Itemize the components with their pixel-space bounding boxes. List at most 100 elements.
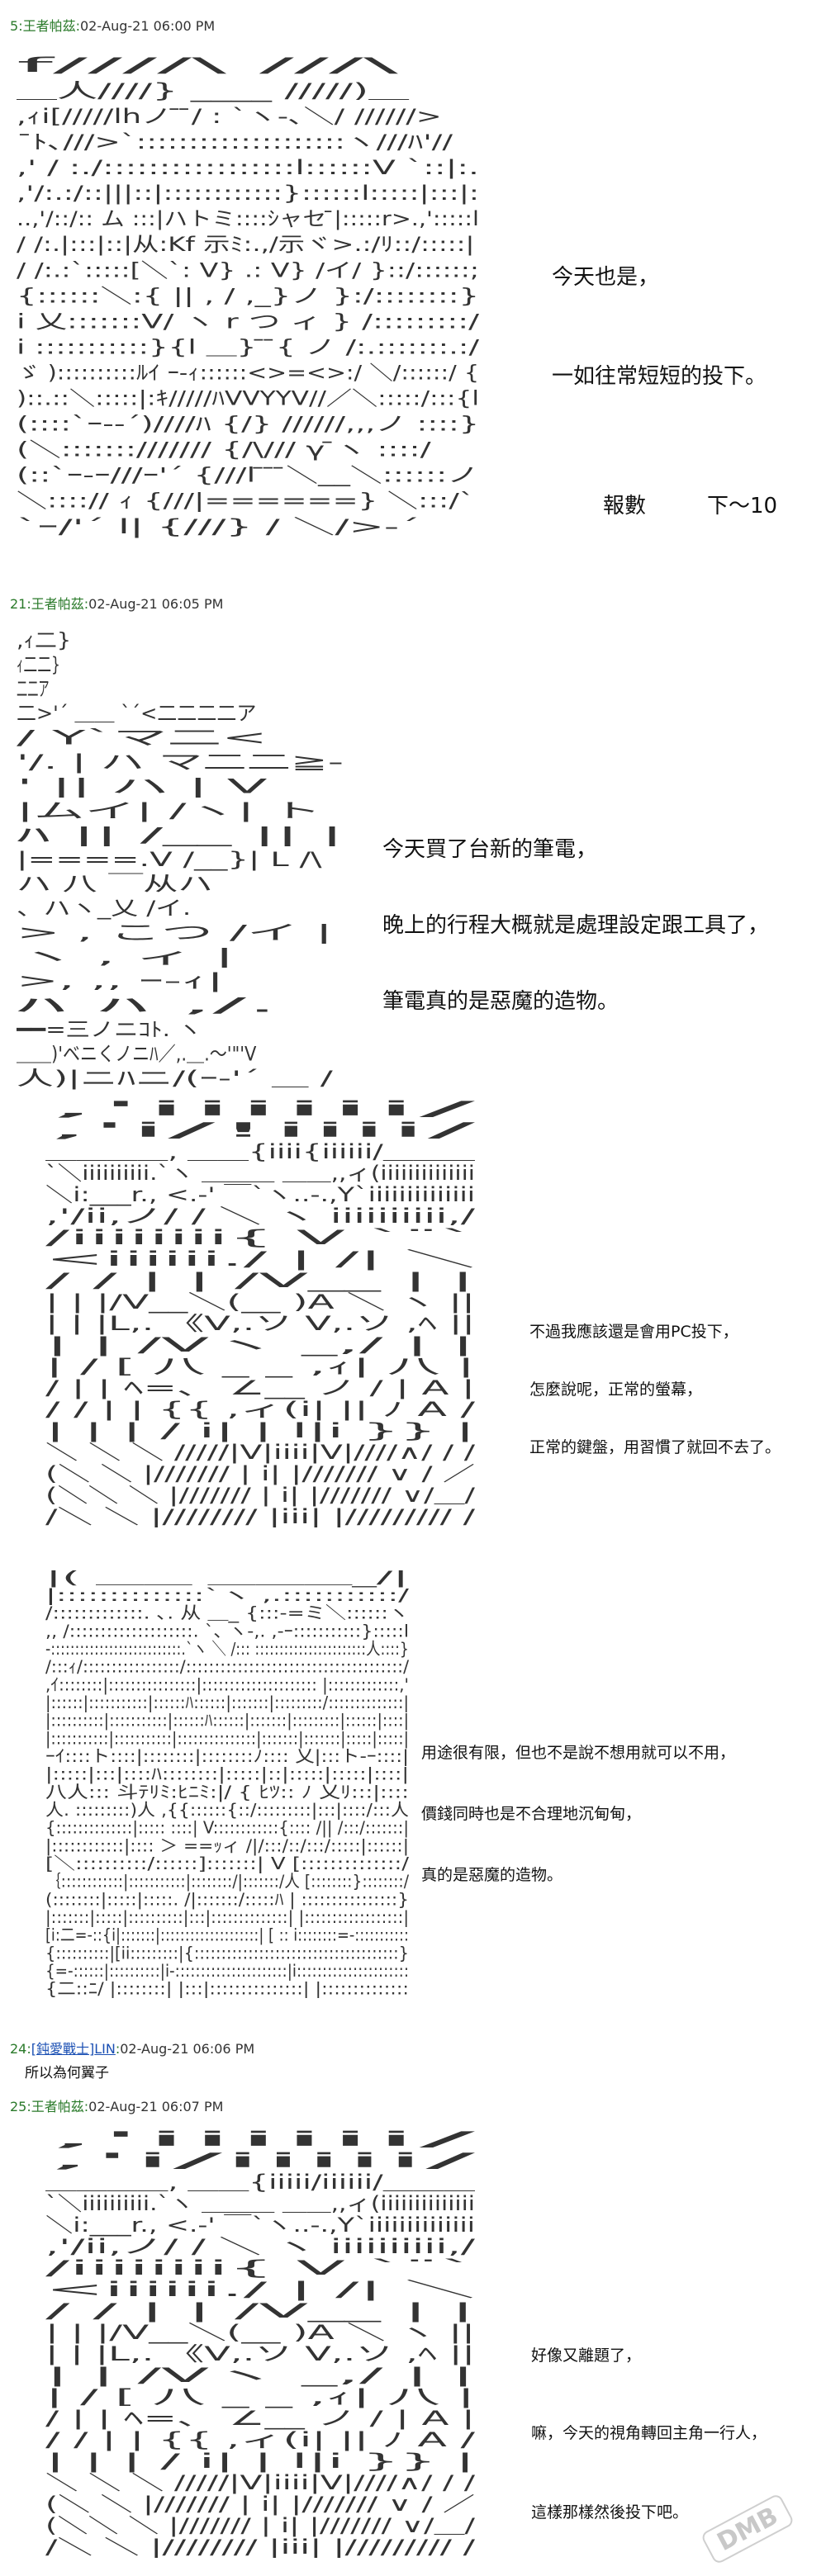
ascii-art-line: ,'i/iiiii/	[45, 2149, 475, 2172]
dialogue-line: 不過我應該還是會用PC投下，	[529, 1323, 738, 1341]
reply-text: 所以為何翼子	[25, 2065, 109, 2081]
ascii-art-line: {::::::::::|[ii:::::::::|{::::::::::::::…	[45, 1943, 409, 1963]
ascii-art-line: ＿＿)'ベニくノニﾊ／,.＿.～'"'V	[17, 1043, 257, 1066]
ascii-art-3: ,'iiiiii/ ,'i/!iiii/ ＿＿＿＿, ＿＿{iiii{iiiii…	[45, 1098, 475, 1527]
ascii-art-line: |ムイ| /ヽ| ト	[17, 799, 322, 822]
ascii-art-line: |::::::::::::::`ヽ ,.:::::::::::/	[45, 1585, 409, 1606]
ascii-art-line: > , こつ /イ |	[17, 921, 333, 944]
ascii-art-line: 八人::: 斗ﾃﾘﾐ:ﾋﾆﾐ:|/ { ﾋﾂ:: ﾉ 乂ﾘ:::|::::	[45, 1782, 409, 1802]
ascii-art-line: {=-::::::|::::::::::|i-:::::::::::::::::…	[45, 1961, 409, 1982]
ascii-art-line: ,ｲ::::::::|::::::::::::::::|::::::::::::…	[45, 1674, 409, 1695]
ascii-art-line: ＼i:___r., <.-' ￣`ヽ..-.,Y`iiiiiiiiiiiiii	[45, 2214, 475, 2237]
dialogue-line: 正常的鍵盤，用習慣了就回不去了。	[529, 1438, 781, 1456]
ascii-art-line: |:::::::|:::::|::::::::::|:::|::::::::::…	[45, 1907, 409, 1928]
dialogue-line: 筆電真的是惡魔的造物。	[382, 989, 620, 1014]
ascii-art-line: |:::::::::::|:::::::::::|:::::::::::::::…	[45, 1728, 409, 1749]
post-number: 5	[10, 18, 19, 34]
ascii-art-line: ｰｲ::::ト::::|::::::::|::::::::ﾉ:::: 乂|:::…	[45, 1746, 409, 1767]
dialogue-line: 一如往常短短的投下。	[552, 364, 767, 389]
ascii-art-line: (::`ｰ-ｰ///ｰ'´ {///l ̄ ̄ ̄＼__＼::::::ノ	[17, 464, 479, 487]
ascii-art-line: 、ハヽ_乂 /イ.	[17, 897, 191, 920]
ascii-art-line: | | /Vヽ _,/ | |	[45, 2364, 475, 2387]
ascii-art-line: {二::ﾆ/ |::::::::| |:::|:::::::::::::::| …	[45, 1979, 409, 1998]
ascii-art-line: ＼ ＼ ＼ /////|V|iiii|V|////∧/ / /	[45, 2471, 475, 2494]
ascii-art-line: (::::::::|:::::|:::::. /|:::::::/:::::ﾊ …	[45, 1889, 409, 1910]
ascii-art-line: ,ｨ二}	[17, 629, 71, 652]
ascii-art-line: / /:.:`:::::[＼`: V} .: V} /イ/ }::/::::::…	[17, 258, 479, 282]
ascii-art-line: ＼::::// ｨ {///|======} ＼:::/`	[17, 490, 474, 513]
ascii-art-line: /iiiiiiii{ V `¨`	[45, 2256, 475, 2280]
ascii-art-line: / / | | {{ ,ィ(i| || ﾉ A /	[45, 1398, 475, 1421]
ascii-art-line: {::::::＼:{ || , / ,_}ノ }:/::::::::}	[17, 284, 479, 307]
ascii-art-line: ｛::::::::::::|:::::::::::|::::::::/|::::…	[45, 1872, 409, 1892]
ascii-art-line: ,' / :./:::::::::::::::::l::::::V `::|:.	[17, 156, 479, 179]
ascii-art-line: / /:.|:::|::|从:Kf 示ﾐ:.,/示ヾ>.:/ﾘ::/:::::|	[17, 233, 474, 256]
ascii-art-line: `＼iiiiiiiiii.`ヽ ＿＿＿ ＿＿,,ィ(iiiiiiiiiiiiii	[45, 1162, 475, 1185]
ascii-art-line: ,'i/!iiii/	[45, 1119, 475, 1142]
ascii-art-line: |::::::::::::|:::: ＞ ==ｯィ /|/:::/::/:::/…	[45, 1835, 409, 1856]
poster-name[interactable]: 王者帕茲	[31, 596, 84, 612]
post-date: 02-Aug-21 06:00 PM	[79, 18, 216, 34]
ascii-art-line: / / | | /V__ | |	[45, 1269, 475, 1292]
ascii-art-line: ＿＿＿＿, ＿＿{iiiii/iiiiii/＿＿＿	[45, 2171, 475, 2194]
ascii-art-line: ＿人////} ____ /////)＿	[17, 79, 409, 102]
ascii-art-line: )::.::＼:::::|:ｷ/////ﾊVVYYV//／＼:::::/:::{…	[17, 387, 479, 410]
dialogue-line: 價錢同時也是不合理地沉甸甸，	[421, 1805, 642, 1823]
ascii-art-line: f////\ ///\	[17, 54, 402, 77]
dialogue-label: 報數	[603, 494, 647, 519]
ascii-art-line: /:::ｨ/:::::::::::::::::/::::::::::::::::…	[45, 1657, 409, 1677]
post-number: 25	[10, 2099, 27, 2114]
ascii-art-2: ,ｨ二}ｨ二二}二二ア二>'´ ＿＿ `´<二二二二ア / Y`マ二<'/. |…	[17, 627, 363, 1090]
ascii-art-line: ＼i:___r., <.-' ￣`ヽ..-.,Y`iiiiiiiiiiiiii	[45, 1183, 475, 1206]
dialogue-line: 嘛，今天的視角轉回主角一行人，	[531, 2424, 767, 2442]
ascii-art-1: f////\ ///\ ＿人////} ____ /////)＿ ,ｨi[///…	[17, 51, 479, 538]
ascii-art-line: (＼ ＼ |/////// | i| |/////// ∨ / ／	[45, 2493, 475, 2516]
ascii-art-line: ＿＿＿＿, ＿＿{iiii{iiiiii/＿＿＿	[45, 1140, 475, 1163]
dialogue-line: 這樣那樣然後投下吧。	[531, 2503, 689, 2522]
poster-name-link-rest[interactable]: LIN	[94, 2041, 116, 2057]
post-header: 25:王者帕茲:02-Aug-21 06:07 PM	[10, 2099, 224, 2114]
dialogue-line: 晚上的行程大概就是處理設定跟工具了，	[382, 913, 770, 938]
ascii-art-line: ,'/ii,ノ/ / ＼ ヽ iiiiiiiiii,/	[45, 2235, 475, 2258]
dialogue-line: 怎麼說呢，正常的螢幕，	[529, 1380, 703, 1399]
ascii-art-line: ｨ二二}	[17, 653, 60, 676]
post-header: 5:王者帕茲:02-Aug-21 06:00 PM	[10, 18, 216, 34]
dialogue-line: 今天也是，	[552, 265, 660, 290]
ascii-art-line: / Y`マ二<	[17, 726, 268, 749]
ascii-art-line: 人)|ニﾊニ/(ｰ-'´ ＿ /	[17, 1067, 335, 1090]
ascii-art-line: '/. | ハ マ二二≧-	[17, 751, 344, 774]
ascii-art-line: ﾊ ﾊ ,/.	[17, 994, 278, 1017]
ascii-art-line: ,ｨi[/////lhノ ̄ ̄/ : `ヽ-､＼/ //////>	[17, 105, 442, 128]
ascii-art-line: (::::`ｰ--´)////ﾊ {/} //////,,,ノ ::::}	[17, 413, 479, 436]
ascii-art-line: ゞ )::::::::::ﾙｲ ｰ-ｨ::::::<>=<>:/ ＼/:::::…	[17, 361, 479, 384]
poster-name-link[interactable]: [鈍愛戰士]	[31, 2041, 95, 2057]
ascii-art-line: | | |/V__＼(__ )A ＼ ヽ ||	[45, 2321, 475, 2344]
ascii-art-line: ,'/:.:/::|||::|::::::::::::}::::::l:::::…	[17, 182, 479, 205]
ascii-art-line: (＼::::::://///// {/\/// γ ̄ヽ ::::/	[17, 438, 432, 462]
ascii-art-line: <iiiiii./ | /| ＼	[45, 2278, 475, 2301]
ascii-art-line: /＼ ＼ |//////// |iii| |///////// /	[45, 2536, 475, 2558]
ascii-art-line: `＼iiiiiiiiii.`ヽ ＿＿＿ ＿＿,,ィ(iiiiiiiiiiiiii	[45, 2192, 475, 2215]
ascii-art-line: [i:二=-::{i|:::::::|::::::::::::::::::::|…	[45, 1925, 409, 1946]
ascii-art-line: /＼ ＼ |//////// |iii| |///////// /	[45, 1505, 475, 1527]
ascii-art-line: ＼ ＼ ＼ /////|V|iiii|V|////∧/ / /	[45, 1441, 475, 1464]
ascii-art-line: i 乂:::::::V/ ヽ r つ ィ } /:::::::::/	[17, 310, 479, 333]
ascii-art-line: ' || ハ | V	[17, 774, 268, 798]
ascii-art-line: 二二ア	[17, 678, 50, 701]
ascii-art-line: >, ,, ｰ-ｨ|	[17, 969, 224, 992]
ascii-art-line: ..,'/::/:: ム :::|ハトミ::::ｼャセ ̄|:::::r>.,'…	[17, 207, 479, 230]
ascii-art-line: / | | ﾍ=、 ∠__ ノ / | A |	[45, 2407, 475, 2430]
ascii-art-line: |:::::|:::|::::ﾊ::::::::|:::::|::|:::::|…	[45, 1764, 409, 1785]
dialogue-line: 用途很有限，但也不是說不想用就可以不用，	[421, 1744, 736, 1762]
ascii-art-line: | | |L,. 《V,.ソ V,.ソ ,ﾍ ||	[45, 1312, 475, 1335]
poster-name[interactable]: 王者帕茲	[22, 18, 76, 34]
ascii-art-line: `ｰ/'´ l| {///} / ＼/>-´	[17, 515, 420, 538]
ascii-art-line: |====.V /__}| L /\	[17, 848, 323, 871]
dialogue-line: 好像又離題了，	[531, 2346, 642, 2365]
ascii-art-line: 人. :::::::::)人 ,{{::::::{::/:::::::::|::…	[45, 1800, 409, 1821]
post-header: 21:王者帕茲:02-Aug-21 06:05 PM	[10, 596, 224, 612]
ascii-art-line: | | |/V__＼(__ )A ＼ ヽ ||	[45, 1290, 475, 1314]
ascii-art-line: ━━=三ノニｺﾄ. ヽ	[17, 1018, 202, 1041]
ascii-art-line: |::::::::::|:::::::::::|::::::ﾊ::::::|::…	[45, 1711, 409, 1731]
poster-name[interactable]: 王者帕茲	[31, 2099, 84, 2114]
